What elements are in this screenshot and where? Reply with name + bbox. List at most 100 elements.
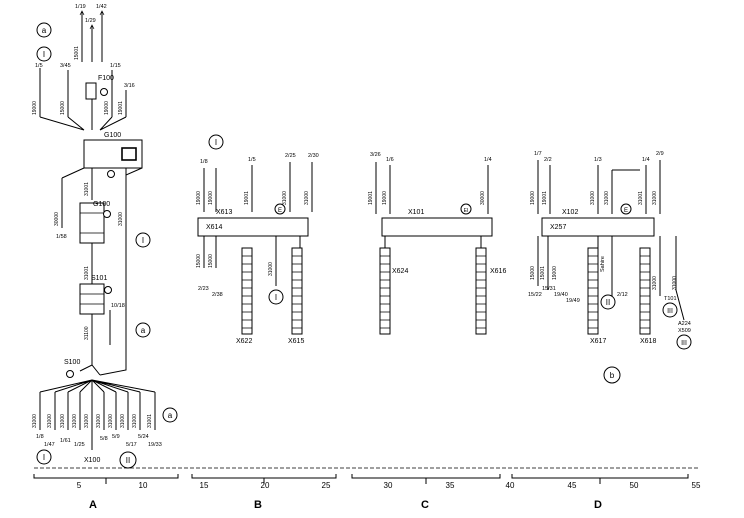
wire-19001-a1: 19001 [118,101,124,115]
tick-30: 30 [384,481,393,490]
wire-19000-b2: 19000 [208,191,214,205]
wire-19000-b: 19000 [196,191,202,205]
ref-1-15: 1/15 [110,63,121,69]
tick-25: 25 [322,481,331,490]
x622-rungs [242,255,252,329]
wire-31000-a1: 31000 [118,212,124,226]
scale-bracket-d [511,474,689,479]
s101-plates [80,293,104,305]
ref-2-9: 2/9 [656,151,664,157]
d-right-wire [675,236,685,321]
wire-31000-b7: 31000 [108,414,114,428]
wire-31000-b8: 31000 [120,414,126,428]
tick-40: 40 [506,481,515,490]
wire-31000-d3: 31000 [652,191,658,205]
circle-a-mid-text: a [141,326,146,335]
x617-rungs [588,255,598,329]
circle-I-b-bottom [268,289,284,305]
terminal-strip-x618 [639,247,651,335]
x622-label: X622 [236,338,252,345]
battery-g100 [79,202,105,244]
terminal-strip-x617 [587,247,599,335]
ref-15-22: 15/22 [528,292,542,298]
battery-plates [80,212,104,234]
wire-19000-d: 19000 [530,191,536,205]
a-loop-wire [99,228,127,376]
a224-label: A224 [678,321,691,327]
section-d-group: 1/7 2/2 1/3 1/4 2/9 19000 19001 31000 31… [528,151,692,384]
wire-19000-c: 19000 [382,191,388,205]
wire-31100-a1: 31100 [84,326,90,340]
wire-31000-d2: 31000 [604,191,610,205]
x624-rungs [380,255,390,329]
circle-g-f100 [100,88,108,96]
ref-2-25: 2/25 [285,153,296,159]
circle-a-bottom [162,407,178,423]
wire-31000-b2: 31000 [47,414,53,428]
ref-5-9: 5/9 [112,434,120,440]
x616-label: X616 [490,268,506,275]
g100-diag [61,167,143,179]
circle-EI-c [460,203,472,215]
circle-a-top-text: a [42,26,47,35]
ref-1-61: 1/61 [60,438,71,444]
terminal-strip-x616 [475,247,487,335]
circle-I-top-text: I [43,50,45,59]
ref-19-40: 19/40 [554,292,568,298]
x618-label: X618 [640,338,656,345]
wire-31000-bt1: 31000 [282,191,288,205]
b-top-wires [203,162,313,212]
ref-1-4-d: 1/4 [642,157,650,163]
section-a-group: a I 1/19 1/42 1/29 3/45 1/15 3/16 1/5 19… [32,4,178,469]
ref-1-58: 1/58 [56,234,67,240]
ref-1-19: 1/19 [75,4,86,10]
circle-label-a-top [36,22,52,38]
circle-I-b-top-text: I [215,138,217,147]
d-bottom-wires [537,236,661,296]
d-bridge-wire [611,169,640,214]
wire-15000-b: 15000 [196,254,202,268]
wire-30000-a1: 30000 [54,212,60,226]
x624-label: X624 [392,268,408,275]
wire-15000-a1: 15000 [60,101,66,115]
terminal-strip-x624 [379,247,391,335]
ref-3-26: 3/26 [370,152,381,158]
circle-label-I-top [36,46,52,62]
wire-19000-db: 19000 [552,266,558,280]
circle-b-d [603,366,621,384]
ref-1-5: 1/5 [35,63,43,69]
scale-bracket-b [191,474,337,479]
connector-x101 [381,217,493,237]
ref-1-8-b: 1/8 [200,159,208,165]
s100-branch-wires [39,392,156,430]
wire-30000-c: 30000 [480,191,486,205]
x617-label: X617 [590,338,606,345]
wire-15000-b2: 15000 [208,254,214,268]
section-label-a: A [89,499,97,511]
wire-31000-b9: 31000 [132,414,138,428]
circle-a-mid [135,322,151,338]
section-a-vertical-wires [39,68,127,117]
x613-label: X613 [216,209,232,216]
ref-2-12: 2/12 [617,292,628,298]
x615-rungs [292,255,302,329]
wire-31001-a1: 31001 [84,182,90,196]
s101-label: S101 [91,275,107,282]
connector-x614 [197,217,309,237]
ref-1-29: 1/29 [85,18,96,24]
fuse-f100 [85,82,97,100]
x101-label: X101 [408,209,424,216]
circle-I-bottom-text: I [43,453,45,462]
relay-g100-box [83,139,143,169]
circle-E-d-text: E [624,208,628,214]
converge-lines [39,99,127,131]
s100-label: S100 [64,359,80,366]
circle-g-g100 [107,170,115,178]
x100-label: X100 [84,457,100,464]
f100-label: F100 [98,75,114,82]
circle-E-b-text: E [278,208,282,214]
s100-switch [79,364,101,376]
g100-label: G100 [104,132,121,139]
c-top-wires [375,162,489,214]
circle-I-b-bottom-text: I [275,293,277,302]
